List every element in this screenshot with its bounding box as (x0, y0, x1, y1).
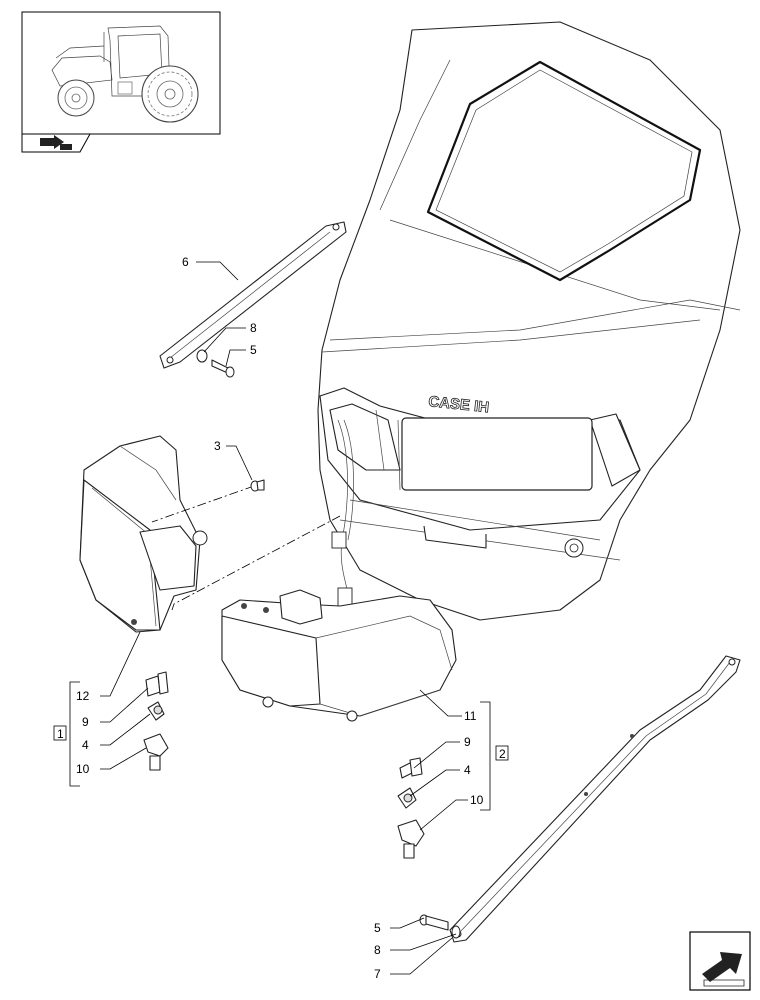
screw-3 (250, 479, 265, 492)
group-bracket-1 (53, 681, 80, 787)
callout-8-upper: 8 (250, 321, 257, 335)
bolt-upper (196, 349, 235, 378)
callout-4-left: 4 (82, 738, 89, 752)
book-arrow-icon[interactable] (21, 133, 91, 153)
assembly-line-2 (171, 515, 341, 611)
callout-6: 6 (182, 255, 189, 269)
callout-5-lower: 5 (374, 921, 381, 935)
callout-7: 7 (374, 967, 381, 981)
callout-2: 2 (499, 747, 506, 761)
lower-bracket (449, 655, 741, 943)
callout-9-right: 9 (464, 735, 471, 749)
right-headlamp (221, 589, 457, 722)
callout-8-lower: 8 (374, 943, 381, 957)
next-page-arrow-icon[interactable] (689, 931, 751, 991)
tractor-thumbnail-icon[interactable] (21, 11, 221, 135)
bolt-lower (419, 914, 461, 939)
bulb-4-right (397, 787, 417, 809)
bulb-socket-10-left (143, 733, 169, 771)
callout-11: 11 (464, 709, 477, 723)
group-bracket-2 (480, 701, 509, 811)
callout-5-upper: 5 (250, 343, 257, 357)
callout-9-left: 9 (82, 715, 89, 729)
bulb-4-left (147, 701, 165, 721)
callout-12: 12 (76, 689, 90, 703)
bulb-9-right (399, 757, 423, 779)
leader-lines (100, 261, 468, 975)
callout-1: 1 (57, 727, 64, 741)
bulb-socket-10-right (397, 819, 425, 859)
callout-10-left: 10 (76, 762, 90, 776)
callout-3: 3 (214, 439, 221, 453)
assembly-line-1 (151, 485, 255, 523)
tractor-hood (317, 21, 741, 621)
left-headlamp (79, 435, 208, 633)
bulb-9-left (145, 671, 169, 697)
callout-4-right: 4 (464, 763, 471, 777)
upper-bracket (159, 221, 347, 369)
callout-10-right: 10 (470, 793, 484, 807)
